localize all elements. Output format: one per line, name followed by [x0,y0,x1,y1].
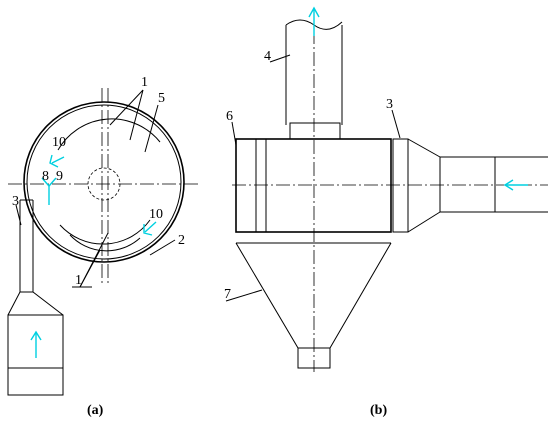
label-4: 4 [264,49,271,64]
hopper-right [329,242,392,349]
leader-3-b [391,109,401,139]
figure-a: 1 5 10 8 9 3 10 2 1 (a) [7,75,200,418]
leader-1-top-b [129,89,144,141]
label-7: 7 [224,287,231,302]
inlet-taper-bottom [407,211,441,233]
label-3-a: 3 [12,194,19,209]
caption-b: (b) [370,403,387,418]
label-9: 9 [56,169,63,184]
figure-b: 4 3 6 7 (b) [224,6,548,418]
flow-arrow-inlet-b [503,179,528,191]
inlet-transition-left [7,291,21,316]
label-1-top: 1 [141,75,148,90]
leader-3-a [15,204,22,226]
inner-vane-upper [57,118,161,151]
label-5: 5 [158,91,165,106]
leader-2 [149,239,176,256]
leader-7 [225,289,263,302]
inner-vane-lower [59,219,151,245]
leader-4 [269,54,291,63]
label-10-top: 10 [52,135,66,150]
outer-cylinder-wall [23,101,185,263]
label-10-bottom: 10 [149,207,163,222]
leader-5 [144,104,159,153]
label-2: 2 [178,233,185,248]
hopper-left [235,242,299,349]
flow-arrow-outlet [308,6,320,36]
flow-arrow-swirl-top [49,154,65,168]
inner-vane-lower-2 [69,234,141,252]
outlet-flange [289,122,341,140]
main-body [235,138,392,233]
inlet-taper-top [407,138,441,158]
leader-6 [231,121,237,146]
caption-a: (a) [87,403,104,418]
flow-arrow-swirl-bottom [143,221,157,236]
leader-1-bottom-b [79,232,109,288]
inlet-box [7,314,64,396]
label-6: 6 [226,109,233,124]
label-3-b: 3 [386,97,393,112]
label-1-bottom: 1 [75,273,82,288]
label-8: 8 [42,169,49,184]
inlet-flange-b [392,138,409,233]
outer-cylinder-inner-wall [26,104,182,260]
inlet-transition-right [32,291,64,316]
leader-1-top-a [109,89,144,126]
flow-arrow-split [41,177,57,205]
flow-arrow-inlet-a [30,330,42,358]
